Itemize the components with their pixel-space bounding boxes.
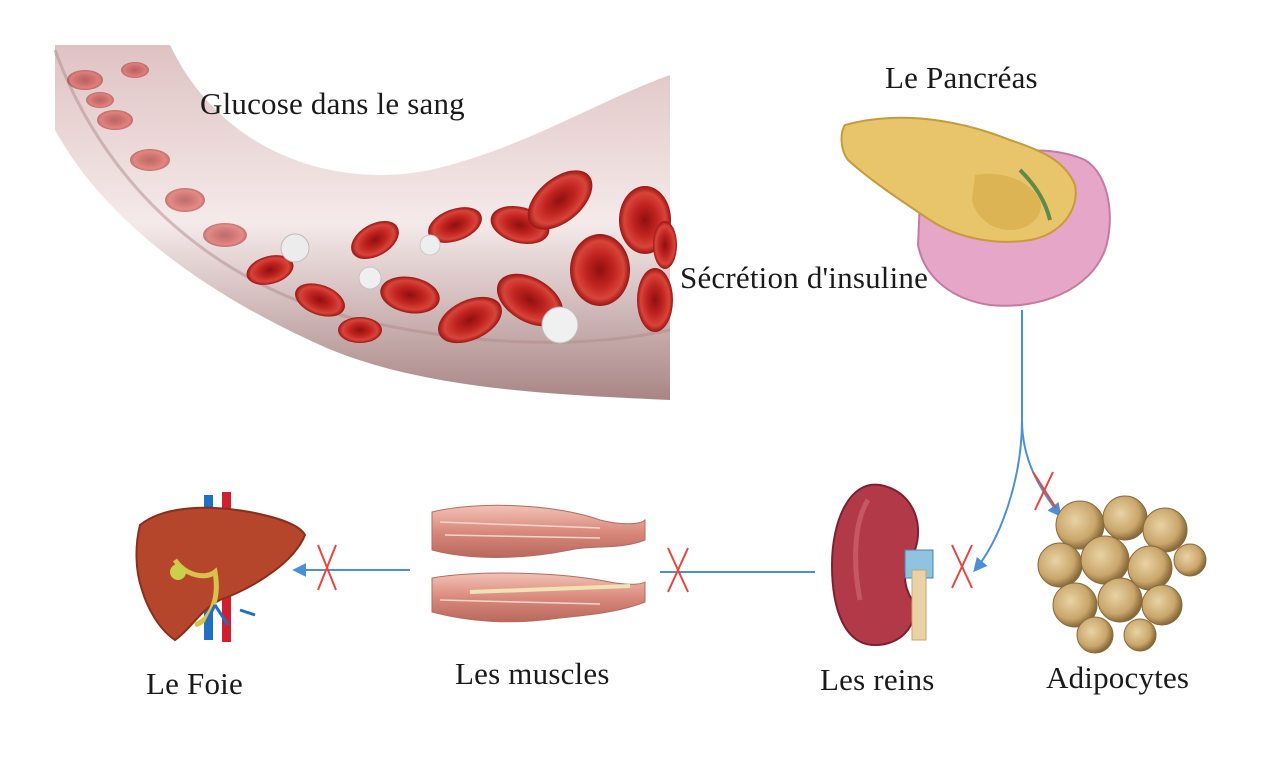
muscles-image <box>431 504 646 623</box>
blood-glucose-label: Glucose dans le sang <box>200 86 465 121</box>
blocked-x-icon <box>317 471 1057 593</box>
kidney-image <box>830 483 934 647</box>
pancreas-label: Le Pancréas <box>885 60 1038 95</box>
kidneys-label: Les reins <box>820 662 935 697</box>
adipocytes-image <box>1037 495 1207 654</box>
muscles-label: Les muscles <box>455 656 610 691</box>
liver-label: Le Foie <box>146 666 243 701</box>
blood-vessel-image <box>53 45 677 400</box>
insulin-secretion-label: Sécrétion d'insuline <box>680 260 929 295</box>
pancreas-image <box>840 116 1111 307</box>
liver-image <box>135 492 307 642</box>
adipocytes-label: Adipocytes <box>1046 660 1190 695</box>
